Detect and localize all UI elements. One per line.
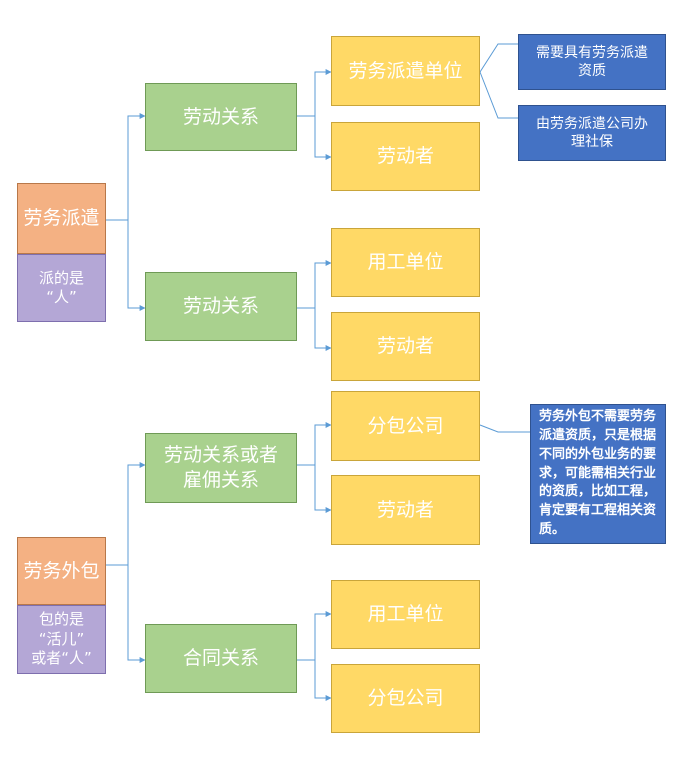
- dispatch-worker-2-box: 劳动者: [331, 312, 480, 381]
- dispatch-employer-label: 用工单位: [367, 251, 444, 274]
- connector-rel2-to-unit: [297, 260, 332, 309]
- outsourcing-subtitle-box: 包的是 “活儿” 或者“人”: [17, 605, 106, 674]
- dispatch-worker-1-box: 劳动者: [331, 122, 480, 191]
- connector-orel1-to-company: [297, 422, 332, 466]
- outsourcing-subcontractor-1-box: 分包公司: [331, 391, 480, 461]
- dispatch-worker-2-label: 劳动者: [376, 335, 434, 358]
- connector-orel2-to-unit: [297, 611, 332, 661]
- outsourcing-worker-box: 劳动者: [331, 475, 480, 545]
- connector-outsourcing-to-rel2: [127, 565, 146, 663]
- dispatch-relation-1-label: 劳动关系: [182, 105, 259, 128]
- dispatch-worker-1-label: 劳动者: [376, 145, 434, 168]
- dispatch-agency-label: 劳务派遣单位: [348, 59, 463, 82]
- outsourcing-subtitle-label: 包的是 “活儿” 或者“人”: [31, 610, 92, 668]
- outsourcing-note: 劳务外包不需要劳务派遣资质，只是根据不同的外包业务的要求，可能需相关行业的资质，…: [530, 404, 666, 544]
- outsourcing-subcontractor-2-box: 分包公司: [331, 664, 480, 733]
- outsourcing-root-box: 劳务外包: [17, 537, 106, 605]
- dispatch-root-box: 劳务派遣: [17, 183, 106, 254]
- outsourcing-employer-box: 用工单位: [331, 580, 480, 649]
- outsourcing-relation-1-label: 劳动关系或者雇佣关系: [163, 444, 278, 491]
- dispatch-note-1: 需要具有劳务派遣资质: [518, 34, 666, 90]
- outsourcing-relation-1: 劳动关系或者雇佣关系: [145, 433, 297, 503]
- outsourcing-relation-2: 合同关系: [145, 624, 297, 693]
- dispatch-root-label: 劳务派遣: [23, 207, 100, 230]
- outsourcing-relation-2-label: 合同关系: [182, 647, 259, 670]
- outsourcing-subcontractor-1-label: 分包公司: [367, 414, 444, 437]
- connector-orel2-to-company: [314, 660, 332, 701]
- dispatch-subtitle-label: 派的是 “人”: [38, 268, 84, 307]
- connector-dispatch-to-rel1: [105, 113, 146, 221]
- outsourcing-employer-label: 用工单位: [367, 603, 444, 626]
- connector-orel1-to-worker: [314, 465, 332, 513]
- dispatch-note-2: 由劳务派遣公司办理社保: [518, 105, 666, 161]
- connector-company-to-note: [479, 424, 530, 433]
- connector-outsourcing-to-rel1: [105, 462, 146, 566]
- connector-rel1-to-unit: [297, 69, 332, 117]
- dispatch-subtitle-box: 派的是 “人”: [17, 254, 106, 322]
- dispatch-relation-2-label: 劳动关系: [182, 295, 259, 318]
- dispatch-note-2-text: 由劳务派遣公司办理社保: [536, 115, 648, 150]
- connector-rel2-to-worker: [314, 308, 332, 351]
- outsourcing-worker-label: 劳动者: [376, 498, 434, 521]
- dispatch-relation-1: 劳动关系: [145, 83, 297, 151]
- dispatch-relation-2: 劳动关系: [145, 272, 297, 341]
- outsourcing-note-text: 劳务外包不需要劳务派遣资质，只是根据不同的外包业务的要求，可能需相关行业的资质，…: [539, 409, 657, 538]
- connector-unit-to-note1: [479, 43, 520, 73]
- dispatch-agency-box: 劳务派遣单位: [331, 36, 480, 106]
- dispatch-note-1-text: 需要具有劳务派遣资质: [536, 44, 648, 79]
- dispatch-employer-box: 用工单位: [331, 228, 480, 297]
- connector-unit-to-note2: [479, 71, 520, 119]
- outsourcing-subcontractor-2-label: 分包公司: [367, 687, 444, 710]
- connector-rel1-to-worker: [314, 116, 332, 160]
- connector-dispatch-to-rel2: [127, 220, 146, 311]
- outsourcing-root-label: 劳务外包: [23, 559, 100, 582]
